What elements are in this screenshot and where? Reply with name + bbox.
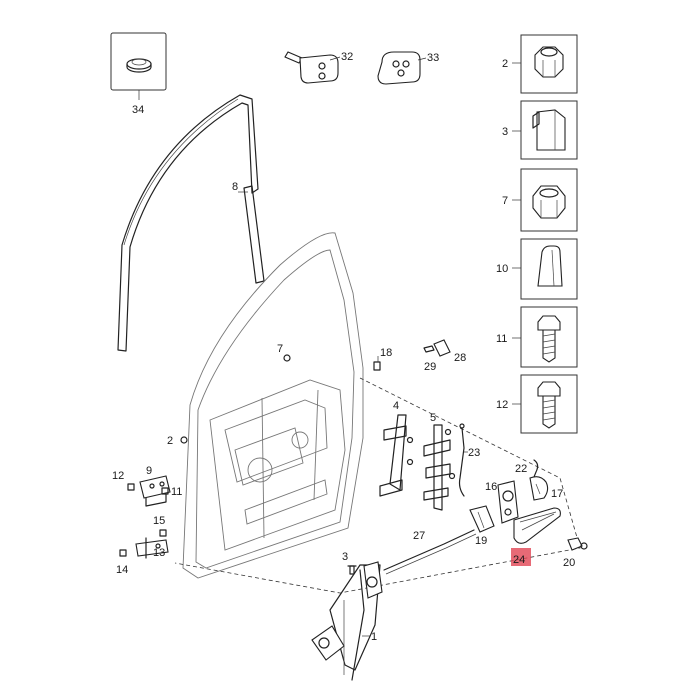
part-4-guide-rail[interactable] (379, 414, 414, 497)
callout-8: 8 (232, 181, 238, 193)
part-34-clip-box[interactable] (110, 32, 167, 91)
part-7-nut-box[interactable] (520, 168, 578, 232)
callout-32: 32 (341, 51, 353, 63)
callout-15: 15 (153, 515, 165, 527)
callout-11-box: 11 (496, 333, 507, 345)
part-1-window-regulator[interactable] (311, 561, 383, 681)
callout-29: 29 (424, 361, 436, 373)
callout-3: 3 (342, 551, 348, 563)
callout-2: 2 (167, 435, 173, 447)
part-27-cable[interactable] (383, 529, 477, 575)
callout-34: 34 (132, 104, 144, 116)
part-33-remote-fob[interactable] (377, 51, 427, 85)
part-9-upper-hinge[interactable] (139, 475, 171, 507)
part-10-cap-box[interactable] (520, 238, 578, 300)
part-32-key[interactable] (284, 51, 341, 84)
callout-7-box: 7 (502, 195, 508, 207)
part-15-bolt[interactable] (159, 529, 167, 537)
callout-12: 12 (112, 470, 124, 482)
callout-17: 17 (551, 488, 563, 500)
callout-13: 13 (153, 547, 165, 559)
part-13-lower-hinge[interactable] (135, 537, 169, 559)
part-2-nut-box[interactable] (520, 34, 578, 94)
callout-18: 18 (380, 347, 392, 359)
part-12-bolt-box[interactable] (520, 374, 578, 434)
callout-14: 14 (116, 564, 128, 576)
door-shell (182, 232, 364, 579)
callout-7: 7 (277, 343, 283, 355)
callout-24: 24 (513, 554, 525, 566)
callout-16: 16 (485, 481, 497, 493)
part-11-bolt[interactable] (161, 487, 169, 495)
highlight-24 (511, 548, 531, 566)
callout-4: 4 (393, 400, 399, 412)
part-29-screw[interactable] (423, 345, 435, 353)
part-8-weatherstrip[interactable] (117, 94, 265, 352)
callout-5: 5 (430, 412, 436, 424)
part-14-bolt[interactable] (119, 549, 127, 557)
callout-12-box: 12 (496, 399, 508, 411)
part-18-bolt[interactable] (373, 361, 381, 371)
callout-19: 19 (475, 535, 487, 547)
part-23-rod[interactable] (458, 423, 465, 497)
part-28-bracket[interactable] (433, 339, 451, 357)
part-12-bolt[interactable] (127, 483, 135, 491)
part-24-outside-handle[interactable] (513, 507, 561, 544)
part-19-bracket[interactable] (469, 505, 495, 533)
part-3-clip-box[interactable] (520, 100, 578, 160)
part-7-nut[interactable] (283, 354, 291, 362)
exploded-view-outline (174, 377, 581, 594)
callout-22: 22 (515, 463, 527, 475)
callout-10-box: 10 (496, 263, 508, 275)
callout-28: 28 (454, 352, 466, 364)
part-3-screw[interactable] (347, 565, 357, 575)
callout-9: 9 (146, 465, 152, 477)
part-17-bezel[interactable] (529, 476, 549, 501)
callout-11: 11 (171, 486, 182, 498)
part-2-nut[interactable] (180, 436, 188, 444)
callout-3-box: 3 (502, 126, 508, 138)
part-5-guide-rail[interactable] (423, 424, 456, 511)
callout-1: 1 (371, 631, 377, 643)
part-20-clip[interactable] (567, 537, 588, 551)
part-16-lock-actuator[interactable] (497, 480, 519, 524)
callout-33: 33 (427, 52, 439, 64)
callout-27: 27 (413, 530, 425, 542)
callout-23: 23 (468, 447, 480, 459)
part-11-bolt-box[interactable] (520, 306, 578, 368)
callout-2-box: 2 (502, 58, 508, 70)
callout-20: 20 (563, 557, 575, 569)
